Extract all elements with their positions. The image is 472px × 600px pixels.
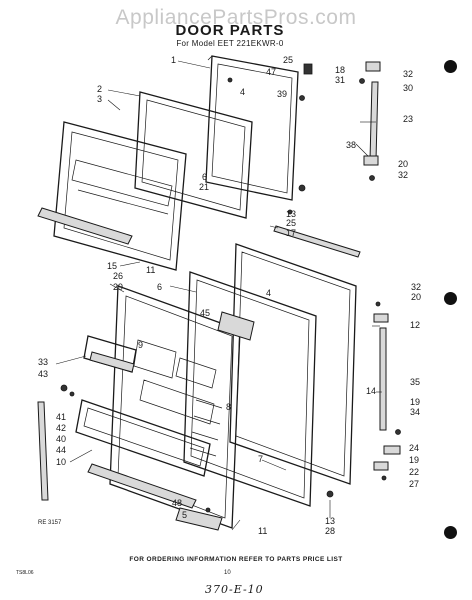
callout-label: 47 <box>266 67 276 77</box>
side-code: TS8L06 <box>16 570 34 576</box>
hinge-small-parts <box>326 301 401 498</box>
upper-hinge-rod <box>369 81 379 161</box>
bottom-trim-strip <box>87 463 197 509</box>
callout-label: 15 <box>107 261 117 271</box>
handwritten-note: 370-E-10 <box>205 583 264 596</box>
callout-label: 41 <box>56 412 66 422</box>
binder-hole-icon <box>444 60 457 73</box>
binder-hole-icon <box>444 292 457 305</box>
callout-label: 13 <box>286 209 296 219</box>
callout-label: 11 <box>146 265 155 275</box>
freezer-shelf-strip <box>37 207 133 245</box>
mullion-bar <box>273 225 361 258</box>
diagram-title: DOOR PARTS <box>175 22 285 39</box>
ordering-footer: FOR ORDERING INFORMATION REFER TO PARTS … <box>129 556 343 563</box>
callout-label: 32 <box>398 170 408 180</box>
callout-label: 19 <box>410 397 420 407</box>
callout-label: 6 <box>202 172 207 182</box>
callout-label: 9 <box>138 340 143 350</box>
callout-label: 34 <box>410 407 420 417</box>
fresh-food-door-gasket <box>183 271 317 507</box>
callout-label: 4 <box>240 87 245 97</box>
callout-label: 24 <box>409 443 419 453</box>
callout-label: 30 <box>403 83 413 93</box>
callout-label: 14 <box>366 386 376 396</box>
butter-compartment <box>217 311 255 341</box>
callout-label: 40 <box>56 434 66 444</box>
callout-label: 18 <box>335 65 345 75</box>
callout-label: 38 <box>346 140 356 150</box>
page-number: 10 <box>224 570 231 576</box>
callout-label: 5 <box>182 510 187 520</box>
callout-label: 2 <box>97 84 102 94</box>
callout-label: 35 <box>410 377 420 387</box>
bottom-hinge-bracket <box>175 507 223 531</box>
callout-label: 44 <box>56 445 66 455</box>
callout-label: 1 <box>171 55 176 65</box>
callout-label: 48 <box>172 498 182 508</box>
callout-labels: 1 25 18 32 47 31 30 4 39 2 3 23 6 38 20 … <box>38 55 421 536</box>
fresh-food-door-outer-panel <box>229 243 357 485</box>
callout-label: 23 <box>403 114 413 124</box>
callout-label: 26 <box>113 271 123 281</box>
freezer-door-gasket <box>134 91 253 219</box>
callout-label: 28 <box>325 526 335 536</box>
callout-label: 10 <box>56 457 66 467</box>
callout-label: 19 <box>409 455 419 465</box>
upper-hinge-brackets <box>227 61 381 215</box>
callout-label: 21 <box>199 182 209 192</box>
callout-label: 4 <box>266 288 271 298</box>
model-subtitle: For Model EET 221EKWR-0 <box>176 39 284 48</box>
callout-label: 29 <box>113 282 123 292</box>
callout-label: 17 <box>286 228 296 238</box>
lower-hinge-rod <box>373 313 389 431</box>
freezer-door-liner <box>53 121 187 271</box>
callout-label: 11 <box>258 526 267 536</box>
left-small-parts <box>60 384 75 397</box>
callout-label: 6 <box>157 282 162 292</box>
callout-label: 31 <box>335 75 345 85</box>
binder-hole-icon <box>444 526 457 539</box>
upper-door-shelf <box>83 335 137 373</box>
callout-label: 12 <box>410 320 420 330</box>
callout-label: 42 <box>56 423 66 433</box>
lower-door-bin <box>75 399 211 477</box>
reference-code: RE 3157 <box>38 520 62 526</box>
callout-label: 33 <box>38 357 48 367</box>
callout-label: 13 <box>325 516 335 526</box>
callout-label: 43 <box>38 369 48 379</box>
callout-label: 22 <box>409 467 419 477</box>
callout-label: 39 <box>277 89 287 99</box>
callout-label: 3 <box>97 94 102 104</box>
leader-lines <box>55 60 382 531</box>
callout-label: 7 <box>258 454 263 464</box>
callout-label: 25 <box>283 55 293 65</box>
freezer-door-outer-panel <box>205 55 299 201</box>
callout-label: 20 <box>398 159 408 169</box>
callout-label: 25 <box>286 218 296 228</box>
shelf-retainer-bar <box>37 401 49 501</box>
callout-label: 32 <box>411 282 421 292</box>
callout-label: 32 <box>403 69 413 79</box>
watermark: AppliancePartsPros.com <box>115 6 357 29</box>
fresh-food-door-liner <box>109 285 241 529</box>
callout-label: 27 <box>409 479 419 489</box>
callout-label: 20 <box>411 292 421 302</box>
callout-label: 8 <box>226 402 231 412</box>
callout-label: 45 <box>200 308 210 318</box>
